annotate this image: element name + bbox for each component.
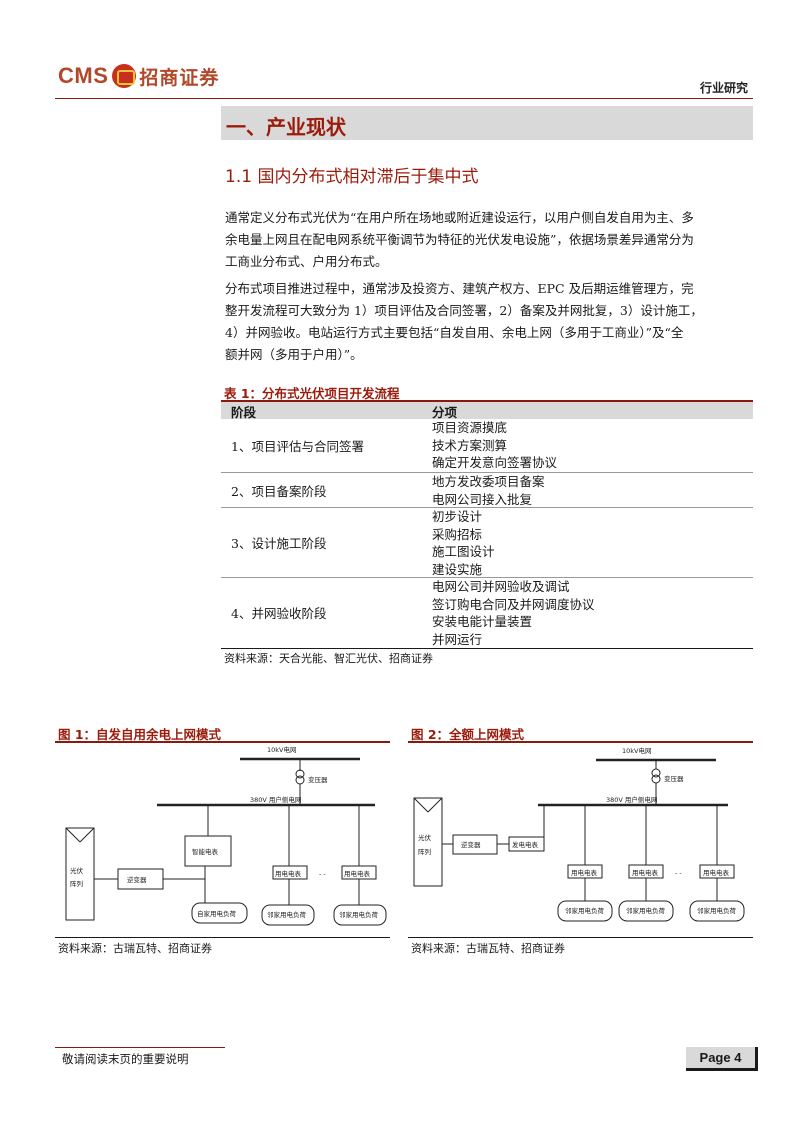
meter-label: 用电电表 — [344, 869, 371, 878]
figure2-top-rule — [408, 741, 753, 743]
table-item: 施工图设计 — [432, 544, 495, 559]
table-item: 安装电能计量装置 — [432, 614, 533, 629]
table-row: 4、并网验收阶段 电网公司并网验收及调试 签订购电合同及并网调度协议 安装电能计… — [221, 578, 753, 648]
bus-380v-label: 380V 用户侧电网 — [250, 795, 301, 804]
meter-label: 用电电表 — [703, 868, 730, 877]
paragraph-line: 额并网（多用于户用）”。 — [225, 347, 363, 362]
logo-emblem-icon — [112, 64, 137, 88]
table-row: 2、项目备案阶段 地方发改委项目备案 电网公司接入批复 — [221, 473, 753, 508]
subsection-title: 1.1 国内分布式相对滞后于集中式 — [225, 167, 479, 187]
table-header-items: 分项 — [432, 405, 458, 420]
figure1-bottom-rule — [55, 937, 390, 938]
table-top-rule — [221, 400, 753, 402]
table-cell-stage: 4、并网验收阶段 — [231, 606, 327, 621]
meter-label: 用电电表 — [275, 869, 302, 878]
table-item: 项目资源摸底 — [432, 420, 508, 435]
meter-label: 用电电表 — [571, 868, 598, 877]
paragraph-line: 分布式项目推进过程中，通常涉及投资方、建筑产权方、EPC 及后期运维管理方，完 — [225, 281, 694, 296]
company-logo: CMS 招商证券 — [58, 60, 219, 92]
table-row: 3、设计施工阶段 初步设计 采购招标 施工图设计 建设实施 — [221, 508, 753, 578]
pv-array-label-line1: 光伏 — [70, 866, 84, 875]
neighbor-load-label: 邻家用电负荷 — [697, 906, 737, 915]
table-row: 1、项目评估与合同签署 项目资源摸底 技术方案测算 确定开发意向签署协议 — [221, 419, 753, 473]
table-cell-stage: 2、项目备案阶段 — [231, 484, 327, 499]
logo-chinese-name: 招商证券 — [139, 66, 220, 89]
pv-array-label-line2: 阵列 — [70, 879, 83, 888]
table-item: 技术方案测算 — [432, 437, 508, 453]
table-caption: 表 1：分布式光伏项目开发流程 — [224, 386, 400, 401]
figure2-caption: 图 2：全额上网模式 — [411, 727, 525, 742]
section-title: 一、产业现状 — [226, 115, 346, 139]
paragraph-process: 分布式项目推进过程中，通常涉及投资方、建筑产权方、EPC 及后期运维管理方，完 … — [225, 278, 752, 366]
neighbor-load-label: 邻家用电负荷 — [339, 910, 379, 919]
logo-text: CMS — [58, 63, 109, 88]
table-item: 电网公司接入批复 — [432, 491, 533, 507]
ellipsis-label: - - — [675, 869, 682, 877]
report-type-label: 行业研究 — [699, 81, 748, 95]
figure2-bottom-rule — [408, 937, 753, 938]
table-item: 建设实施 — [432, 561, 483, 577]
pv-array-label-line2: 阵列 — [418, 847, 431, 856]
paragraph-line: 通常定义分布式光伏为“在用户所在场地或附近建设运行，以用户侧自发自用为主、多 — [225, 210, 694, 225]
table-cell-stage: 3、设计施工阶段 — [231, 536, 327, 551]
transformer-label: 变压器 — [664, 774, 684, 783]
table-bottom-rule — [221, 648, 753, 649]
figure1-source: 资料来源：古瑞瓦特、招商证券 — [58, 942, 212, 955]
transformer-label: 变压器 — [308, 775, 328, 784]
table-cell-items: 初步设计 采购招标 施工图设计 建设实施 — [432, 508, 495, 578]
meter-label: 用电电表 — [632, 868, 659, 877]
section-title-bar — [221, 106, 753, 140]
table-item: 电网公司并网验收及调试 — [432, 579, 570, 594]
table-cell-stage: 1、项目评估与合同签署 — [231, 439, 364, 454]
neighbor-load-label: 邻家用电负荷 — [626, 906, 666, 915]
inverter-label: 逆变器 — [461, 840, 481, 849]
own-load-label: 自家用电负荷 — [197, 909, 237, 918]
table-cell-items: 项目资源摸底 技术方案测算 确定开发意向签署协议 — [432, 419, 557, 472]
figure1-caption: 图 1：自发自用余电上网模式 — [58, 727, 222, 742]
paragraph-line: 余电量上网且在配电网系统平衡调节为特征的光伏发电设施”，依据场景差异通常分为 — [225, 232, 694, 247]
paragraph-line: 工商业分布式、户用分布式。 — [225, 254, 388, 269]
inverter-label: 逆变器 — [127, 875, 147, 884]
grid-10kv-label: 10kV电网 — [622, 746, 651, 755]
header-divider — [55, 98, 753, 99]
table-item: 初步设计 — [432, 509, 483, 524]
table-item: 地方发改委项目备案 — [432, 474, 545, 489]
figure2-source: 资料来源：古瑞瓦特、招商证券 — [411, 942, 565, 955]
table-cell-items: 电网公司并网验收及调试 签订购电合同及并网调度协议 安装电能计量装置 并网运行 — [432, 578, 595, 648]
table-source: 资料来源：天合光能、智汇光伏、招商证券 — [224, 652, 433, 665]
footer-divider — [55, 1047, 225, 1048]
footer-disclaimer-note: 敬请阅读末页的重要说明 — [62, 1052, 189, 1066]
generation-meter-label: 发电电表 — [512, 840, 539, 849]
figure1-diagram: 10kV电网 变压器 380V 用户侧电网 光伏 阵列 逆变器 智能电表 自家用… — [65, 745, 387, 926]
bus-380v-label: 380V 用户侧电网 — [606, 795, 657, 804]
paragraph-line: 整开发流程可大致分为 1）项目评估及合同签署，2）备案及并网批复，3）设计施工， — [225, 303, 703, 318]
figure2-diagram: 10kV电网 变压器 380V 用户侧电网 光伏 阵列 逆变器 发电电表 用电电… — [413, 746, 745, 922]
table-header-stage: 阶段 — [231, 405, 257, 420]
neighbor-load-label: 邻家用电负荷 — [565, 906, 605, 915]
figure1-top-rule — [55, 741, 390, 743]
table-item: 确定开发意向签署协议 — [432, 455, 558, 470]
neighbor-load-label: 邻家用电负荷 — [267, 910, 307, 919]
table-item: 签订购电合同及并网调度协议 — [432, 596, 595, 612]
page-number: Page 4 — [686, 1047, 758, 1071]
smart-meter-label: 智能电表 — [192, 847, 219, 856]
table-item: 采购招标 — [432, 526, 483, 542]
table-cell-items: 地方发改委项目备案 电网公司接入批复 — [432, 473, 545, 508]
table-header: 阶段 分项 — [221, 402, 753, 420]
ellipsis-label: - - — [319, 870, 326, 878]
table-item: 并网运行 — [432, 631, 483, 647]
paragraph-definition: 通常定义分布式光伏为“在用户所在场地或附近建设运行，以用户侧自发自用为主、多 余… — [225, 207, 752, 273]
grid-10kv-label: 10kV电网 — [267, 745, 296, 754]
pv-array-label-line1: 光伏 — [418, 833, 432, 842]
paragraph-line: 4）并网验收。电站运行方式主要包括“自发自用、余电上网（多用于工商业）”及“全 — [225, 325, 684, 340]
